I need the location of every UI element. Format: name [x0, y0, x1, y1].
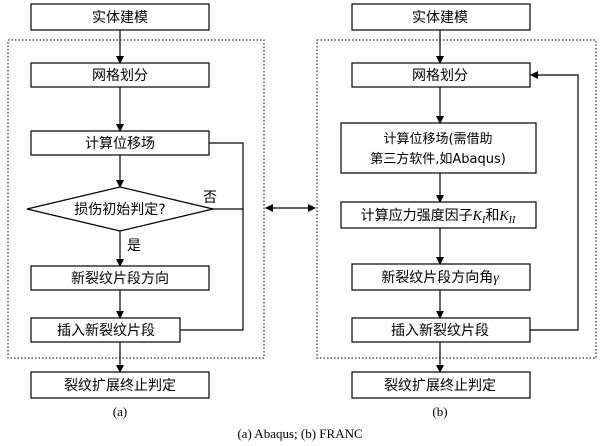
right-box-sif — [340, 201, 537, 229]
left-step1-text: 实体建模 — [92, 10, 148, 26]
left-box-insert-crack — [30, 317, 181, 343]
right-panel-label: (b) — [432, 404, 447, 419]
left-box-displacement — [30, 130, 210, 156]
left-box-termination — [30, 371, 210, 399]
right-step3-line1: 计算位移场(需借助 — [383, 132, 492, 147]
left-yes-label: 是 — [127, 238, 141, 254]
right-box-meshing — [351, 62, 531, 88]
right-step4-text: 计算应力强度因子KI和KII — [361, 207, 516, 226]
right-box-displacement — [340, 122, 537, 174]
right-loop-arrow — [530, 71, 579, 331]
left-step2-text: 网格划分 — [92, 68, 148, 84]
sif-and: 和 — [485, 208, 499, 224]
right-group-frame — [316, 39, 597, 359]
right-step2-text: 网格划分 — [412, 68, 468, 84]
right-step6-text: 插入新裂纹片段 — [391, 323, 489, 339]
angle-prefix: 新裂纹片段方向角 — [381, 270, 493, 286]
left-step5-text: 插入新裂纹片段 — [57, 323, 155, 339]
right-box-solid-modeling — [351, 3, 531, 31]
left-no-label: 否 — [203, 190, 217, 206]
angle-gamma: γ — [493, 271, 499, 286]
right-box-insert-crack — [351, 317, 531, 343]
left-box-solid-modeling — [30, 3, 210, 31]
sif-sub-2: II — [508, 215, 516, 226]
left-step3-text: 计算位移场 — [85, 136, 155, 152]
left-decision-diamond — [26, 186, 214, 232]
right-step7-text: 裂纹扩展终止判定 — [384, 378, 496, 394]
sif-prefix: 计算应力强度因子 — [361, 207, 473, 224]
left-loop-arrow — [180, 139, 244, 331]
sif-k1: K — [472, 209, 483, 224]
left-step6-text: 裂纹扩展终止判定 — [64, 378, 176, 394]
sif-k2: K — [498, 209, 509, 224]
right-step3-line2: 第三方软件,如Abaqus) — [370, 151, 506, 167]
figure-caption: (a) Abaqus; (b) FRANC — [237, 426, 362, 441]
left-step4-text: 新裂纹片段方向 — [71, 271, 169, 287]
left-box-new-crack-direction — [30, 265, 210, 291]
right-step5-text: 新裂纹片段方向角γ — [381, 270, 499, 286]
right-box-termination — [351, 371, 531, 399]
left-panel-label: (a) — [113, 404, 127, 419]
right-step1-text: 实体建模 — [412, 10, 468, 26]
left-decision-text: 损伤初始判定? — [74, 201, 165, 218]
sif-sub-1: I — [481, 215, 486, 226]
right-box-angle — [351, 263, 531, 291]
left-box-meshing — [30, 62, 210, 88]
